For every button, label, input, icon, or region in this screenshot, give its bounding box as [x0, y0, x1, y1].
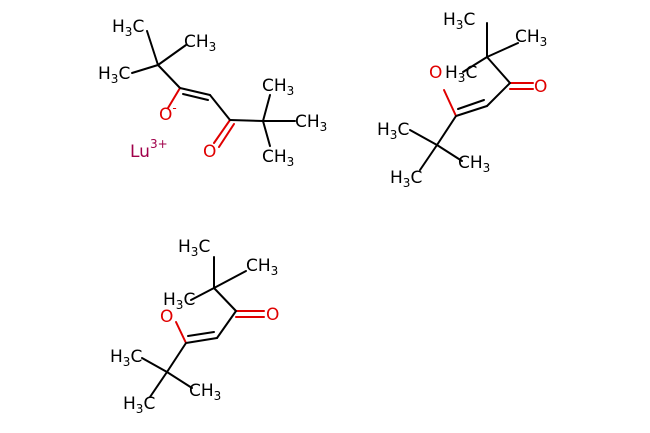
bond [209, 94, 231, 121]
bond [457, 99, 485, 110]
bond [455, 105, 488, 117]
ligand-1: H3C CH3 H3C O- O CH3 CH3 CH3 [98, 17, 327, 169]
methyl-label: CH3 [189, 381, 221, 403]
bond [262, 94, 271, 122]
methyl-label: H3C [112, 17, 144, 39]
bond [157, 64, 181, 89]
enol-oxygen-label: O [160, 307, 173, 327]
methyl-label: H3C [390, 168, 422, 190]
methyl-label: H3C [110, 347, 142, 369]
carbonyl-oxygen-label: O [203, 142, 216, 162]
bond [419, 144, 438, 171]
bond [229, 119, 264, 122]
methyl-label: H3C [98, 64, 130, 86]
carbonyl-oxygen-label: O [534, 77, 547, 97]
methyl-label: H3C [163, 290, 195, 312]
methyl-label: H3C [377, 120, 409, 142]
bond [166, 342, 187, 373]
methyl-label: CH3 [184, 32, 216, 54]
bond [146, 30, 159, 66]
lutetium-ion-label: Lu3+ [130, 137, 168, 162]
bond [157, 44, 187, 66]
bond [213, 287, 237, 312]
bond [486, 42, 519, 58]
methyl-label: CH3 [295, 112, 327, 134]
bond [166, 371, 193, 389]
methyl-label: CH3 [515, 27, 547, 49]
bond [213, 270, 247, 289]
bond [131, 64, 159, 74]
methyl-label: CH3 [458, 153, 490, 175]
bond [185, 337, 218, 344]
bond [486, 82, 511, 107]
bond [436, 115, 457, 146]
ligand-3: H3C CH3 H3C O O H3C CH3 H3C [110, 237, 279, 416]
ligand-2: H3C CH3 H3C O O H3C CH3 H3C [377, 10, 547, 190]
bond [213, 119, 231, 144]
bond [190, 287, 215, 301]
bond [167, 87, 181, 109]
bond [216, 310, 237, 339]
methyl-label: CH3 [262, 147, 294, 169]
bond [436, 144, 463, 162]
bond [486, 56, 511, 84]
methyl-label: CH3 [262, 76, 294, 98]
methyl-label: H3C [178, 237, 210, 259]
bond [182, 93, 209, 101]
bond [262, 120, 271, 147]
bond [149, 371, 168, 398]
bond [218, 123, 235, 148]
enol-oxygen-label: O [429, 63, 442, 83]
methyl-label: H3C [123, 394, 155, 416]
carbonyl-oxygen-label: O [266, 305, 279, 325]
bond [187, 331, 215, 337]
methyl-label: H3C [443, 10, 475, 32]
bond [175, 321, 187, 344]
bond [409, 129, 438, 146]
bond [179, 87, 211, 96]
oxide-label: O- [159, 101, 177, 125]
methyl-label: CH3 [246, 256, 278, 278]
bond [462, 56, 488, 73]
methyl-label: H3C [445, 63, 477, 85]
bond [443, 89, 457, 117]
bond [141, 357, 168, 373]
